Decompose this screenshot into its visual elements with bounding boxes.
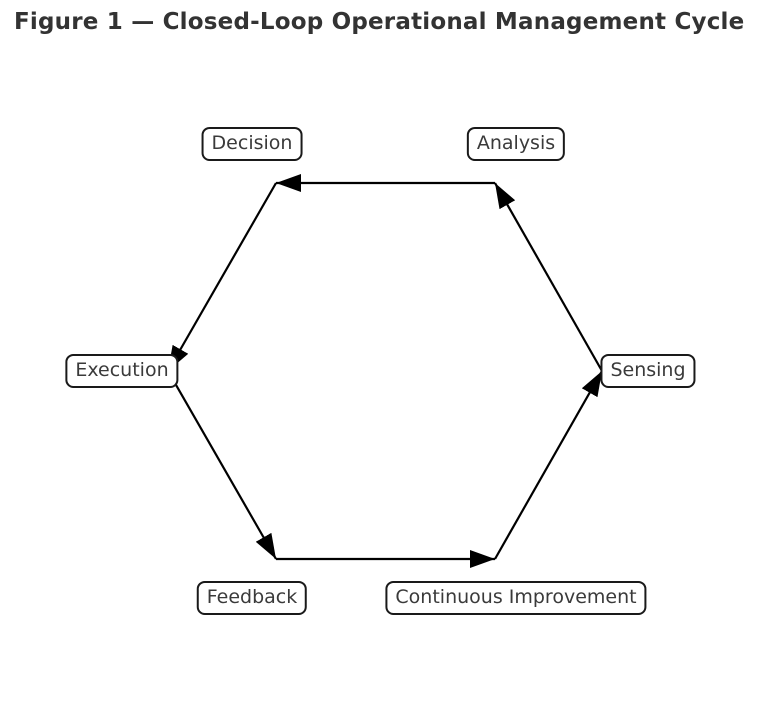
node-continuous-improvement: Continuous Improvement bbox=[385, 580, 647, 616]
node-sensing: Sensing bbox=[600, 353, 696, 389]
node-analysis: Analysis bbox=[466, 126, 566, 162]
figure-title: Figure 1 — Closed-Loop Operational Manag… bbox=[14, 9, 745, 35]
edge-execution-to-feedback bbox=[167, 370, 277, 560]
edge-sensing-to-analysis bbox=[494, 182, 603, 372]
node-decision: Decision bbox=[201, 126, 303, 162]
node-feedback: Feedback bbox=[196, 580, 308, 616]
edge-continuous-improvement-to-sensing bbox=[494, 370, 603, 560]
node-execution: Execution bbox=[65, 353, 179, 389]
edge-decision-to-execution bbox=[167, 182, 277, 372]
